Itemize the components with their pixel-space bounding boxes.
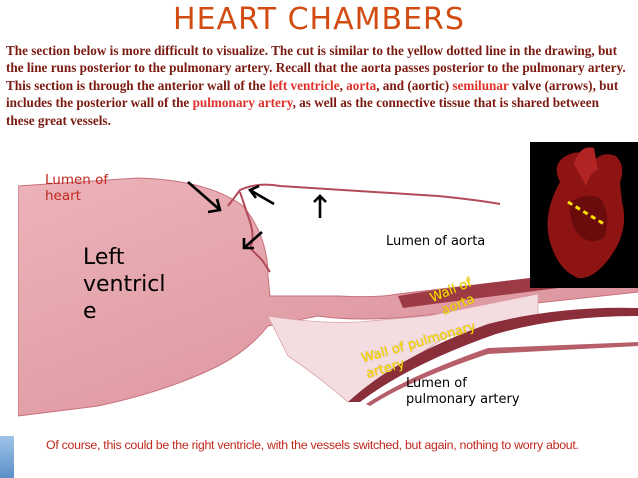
slide-title: HEART CHAMBERS [173,2,465,37]
term-semilunar: semilunar [452,77,509,93]
heart-illustration-inset [530,142,638,288]
footer-note: Of course, this could be the right ventr… [46,438,579,452]
label-lumen-of-aorta: Lumen of aorta [386,234,486,249]
term-left-ventricle: left ventricle [268,77,340,93]
intro-paragraph: The section below is more difficult to v… [6,43,626,128]
footer-area [0,436,638,478]
footer-accent-bar [0,436,14,478]
valve-arrows [187,181,327,250]
term-pulmonary-artery: pulmonary artery [192,95,293,111]
term-aorta: aorta [346,77,377,93]
